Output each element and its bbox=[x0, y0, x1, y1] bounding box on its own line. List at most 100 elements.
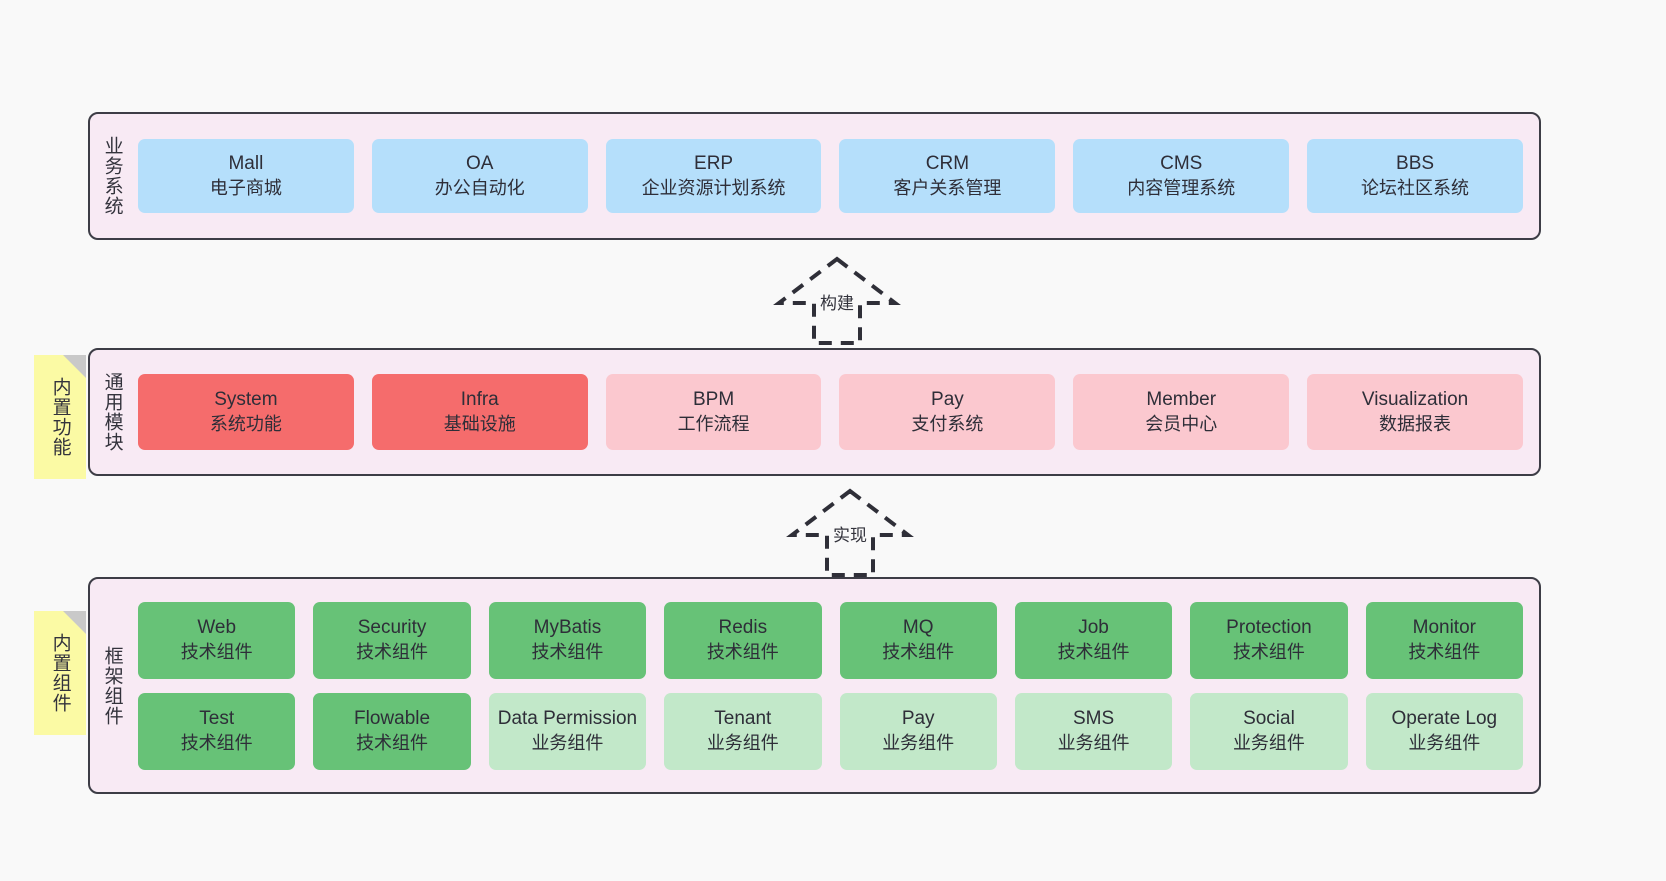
card-pay-business[interactable]: Pay 业务组件 bbox=[839, 692, 997, 770]
card-erp[interactable]: ERP 企业资源计划系统 bbox=[605, 139, 822, 213]
card-monitor[interactable]: Monitor 技术组件 bbox=[1365, 601, 1523, 679]
connector-implement: 实现 bbox=[770, 487, 930, 579]
card-subtitle: 技术组件 bbox=[531, 641, 604, 662]
card-row: Mall 电子商城 OA 办公自动化 ERP 企业资源计划系统 CRM 客户关系… bbox=[138, 139, 1523, 213]
card-member[interactable]: Member 会员中心 bbox=[1073, 374, 1290, 450]
card-title: System bbox=[214, 389, 278, 411]
note-label: 内置功能 bbox=[49, 377, 71, 457]
card-title: Mall bbox=[228, 153, 264, 175]
card-subtitle: 基础设施 bbox=[443, 413, 516, 434]
card-title: Security bbox=[357, 617, 427, 639]
card-subtitle: 业务组件 bbox=[1408, 732, 1481, 753]
card-title: ERP bbox=[694, 153, 734, 175]
card-title: Job bbox=[1078, 617, 1109, 639]
card-title: Social bbox=[1243, 708, 1295, 730]
card-title: Protection bbox=[1226, 617, 1312, 639]
card-title: Visualization bbox=[1361, 389, 1469, 411]
card-subtitle: 系统功能 bbox=[209, 413, 282, 434]
connector-build-label: 构建 bbox=[818, 289, 856, 314]
card-title: Infra bbox=[460, 389, 499, 411]
card-subtitle: 技术组件 bbox=[1232, 641, 1305, 662]
card-row: Web 技术组件 Security 技术组件 MyBatis 技术组件 Redi… bbox=[138, 601, 1523, 679]
card-subtitle: 业务组件 bbox=[706, 732, 779, 753]
card-title: OA bbox=[466, 153, 494, 175]
card-crm[interactable]: CRM 客户关系管理 bbox=[839, 139, 1056, 213]
card-title: Data Permission bbox=[497, 708, 638, 730]
card-visualization[interactable]: Visualization 数据报表 bbox=[1307, 374, 1523, 450]
card-bpm[interactable]: BPM 工作流程 bbox=[605, 374, 822, 450]
hollow-arrow-up-dashed-icon bbox=[786, 488, 914, 577]
card-subtitle: 技术组件 bbox=[882, 641, 955, 662]
card-mybatis[interactable]: MyBatis 技术组件 bbox=[488, 601, 647, 679]
card-mq[interactable]: MQ 技术组件 bbox=[839, 601, 997, 679]
layer-business-systems-body: Mall 电子商城 OA 办公自动化 ERP 企业资源计划系统 CRM 客户关系… bbox=[134, 114, 1539, 238]
card-title: MQ bbox=[902, 617, 934, 639]
card-subtitle: 技术组件 bbox=[706, 641, 779, 662]
layer-framework-components-title: 框架组件 bbox=[101, 645, 123, 726]
card-test[interactable]: Test 技术组件 bbox=[138, 692, 296, 770]
card-title: Monitor bbox=[1412, 617, 1476, 639]
card-subtitle: 技术组件 bbox=[180, 641, 253, 662]
card-mall[interactable]: Mall 电子商城 bbox=[138, 139, 354, 213]
card-data-permission[interactable]: Data Permission 业务组件 bbox=[488, 692, 647, 770]
layer-common-modules-title: 通用模块 bbox=[101, 372, 123, 452]
card-title: Operate Log bbox=[1391, 708, 1498, 730]
hollow-arrow-up-dashed-icon bbox=[773, 256, 901, 345]
card-oa[interactable]: OA 办公自动化 bbox=[371, 139, 588, 213]
layer-business-systems-title: 业务系统 bbox=[101, 136, 123, 216]
card-title: Redis bbox=[718, 617, 768, 639]
card-social[interactable]: Social 业务组件 bbox=[1190, 692, 1348, 770]
card-title: SMS bbox=[1072, 708, 1115, 730]
card-subtitle: 办公自动化 bbox=[434, 177, 525, 198]
layer-framework-components-body: Web 技术组件 Security 技术组件 MyBatis 技术组件 Redi… bbox=[134, 579, 1539, 792]
card-title: Tenant bbox=[714, 708, 772, 730]
card-tenant[interactable]: Tenant 业务组件 bbox=[664, 692, 822, 770]
card-title: Flowable bbox=[354, 708, 431, 730]
note-label: 内置组件 bbox=[49, 633, 71, 713]
card-security[interactable]: Security 技术组件 bbox=[313, 601, 471, 679]
connector-implement-label: 实现 bbox=[831, 521, 869, 546]
card-title: MyBatis bbox=[533, 617, 602, 639]
card-subtitle: 业务组件 bbox=[882, 732, 955, 753]
card-subtitle: 技术组件 bbox=[356, 732, 429, 753]
card-subtitle: 客户关系管理 bbox=[893, 177, 1002, 198]
layer-common-modules-body: System 系统功能 Infra 基础设施 BPM 工作流程 Pay 支付系统… bbox=[134, 350, 1539, 474]
card-sms[interactable]: SMS 业务组件 bbox=[1014, 692, 1173, 770]
card-pay[interactable]: Pay 支付系统 bbox=[839, 374, 1056, 450]
card-row: Test 技术组件 Flowable 技术组件 Data Permission … bbox=[138, 692, 1523, 770]
card-subtitle: 内容管理系统 bbox=[1127, 177, 1236, 198]
card-subtitle: 技术组件 bbox=[1057, 641, 1130, 662]
card-subtitle: 业务组件 bbox=[531, 732, 604, 753]
card-title: Member bbox=[1146, 389, 1217, 411]
layer-common-modules: 通用模块 System 系统功能 Infra 基础设施 BPM 工作流程 Pay… bbox=[88, 348, 1541, 476]
card-subtitle: 技术组件 bbox=[1408, 641, 1481, 662]
card-title: Pay bbox=[931, 389, 964, 411]
card-subtitle: 技术组件 bbox=[180, 732, 253, 753]
card-title: CMS bbox=[1160, 153, 1203, 175]
card-system[interactable]: System 系统功能 bbox=[138, 374, 354, 450]
card-title: BBS bbox=[1396, 153, 1435, 175]
card-cms[interactable]: CMS 内容管理系统 bbox=[1073, 139, 1290, 213]
card-subtitle: 数据报表 bbox=[1379, 413, 1452, 434]
card-subtitle: 工作流程 bbox=[677, 413, 750, 434]
card-title: BPM bbox=[692, 389, 735, 411]
card-subtitle: 会员中心 bbox=[1145, 413, 1218, 434]
card-subtitle: 支付系统 bbox=[911, 413, 984, 434]
card-web[interactable]: Web 技术组件 bbox=[138, 601, 296, 679]
note-builtin-features: 内置功能 bbox=[34, 355, 86, 479]
card-title: CRM bbox=[925, 153, 970, 175]
card-row: System 系统功能 Infra 基础设施 BPM 工作流程 Pay 支付系统… bbox=[138, 374, 1523, 450]
card-subtitle: 电子商城 bbox=[209, 177, 282, 198]
card-job[interactable]: Job 技术组件 bbox=[1014, 601, 1173, 679]
card-bbs[interactable]: BBS 论坛社区系统 bbox=[1307, 139, 1523, 213]
card-protection[interactable]: Protection 技术组件 bbox=[1190, 601, 1348, 679]
card-subtitle: 企业资源计划系统 bbox=[641, 177, 786, 198]
card-operate-log[interactable]: Operate Log 业务组件 bbox=[1365, 692, 1523, 770]
layer-framework-components: 框架组件 Web 技术组件 Security 技术组件 MyBatis 技术组件… bbox=[88, 577, 1541, 794]
card-redis[interactable]: Redis 技术组件 bbox=[664, 601, 822, 679]
card-title: Test bbox=[199, 708, 235, 730]
card-flowable[interactable]: Flowable 技术组件 bbox=[313, 692, 471, 770]
card-subtitle: 业务组件 bbox=[1057, 732, 1130, 753]
card-infra[interactable]: Infra 基础设施 bbox=[371, 374, 588, 450]
